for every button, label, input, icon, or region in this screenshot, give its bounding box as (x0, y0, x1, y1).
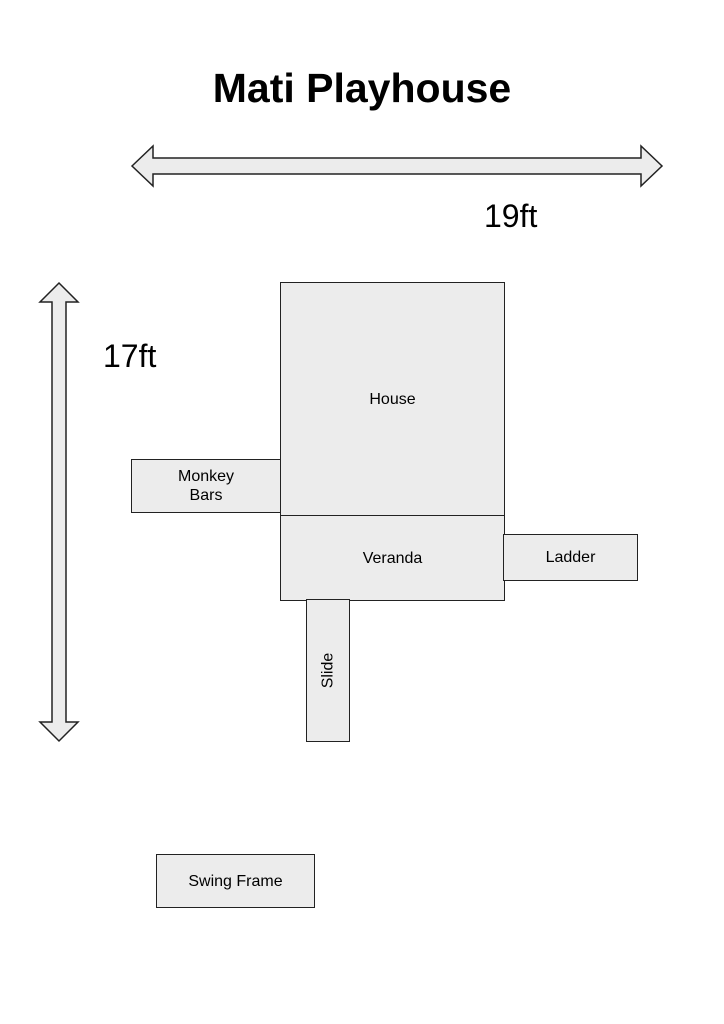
veranda-label: Veranda (362, 549, 423, 567)
depth-label: 17ft (103, 338, 157, 374)
house-label: House (369, 391, 416, 408)
swing-frame-box: Swing Frame (156, 854, 315, 908)
depth-arrow-shape (38, 281, 80, 743)
width-label: 19ft (484, 198, 538, 234)
slide-box: Slide (306, 599, 350, 742)
ladder-box: Ladder (503, 534, 638, 581)
house-box: House (280, 282, 505, 517)
monkey-bars-label-line1: Monkey (177, 468, 235, 485)
ladder-label: Ladder (545, 549, 596, 566)
veranda-box: Veranda (280, 515, 505, 601)
diagram-title: Mati Playhouse (212, 65, 512, 111)
slide-label: Slide (319, 652, 337, 689)
monkey-bars-label-line2: Bars (189, 487, 223, 504)
swing-frame-label: Swing Frame (188, 872, 283, 890)
width-arrow-shape (130, 144, 664, 188)
monkey-bars-box: Monkey Bars (131, 459, 281, 513)
